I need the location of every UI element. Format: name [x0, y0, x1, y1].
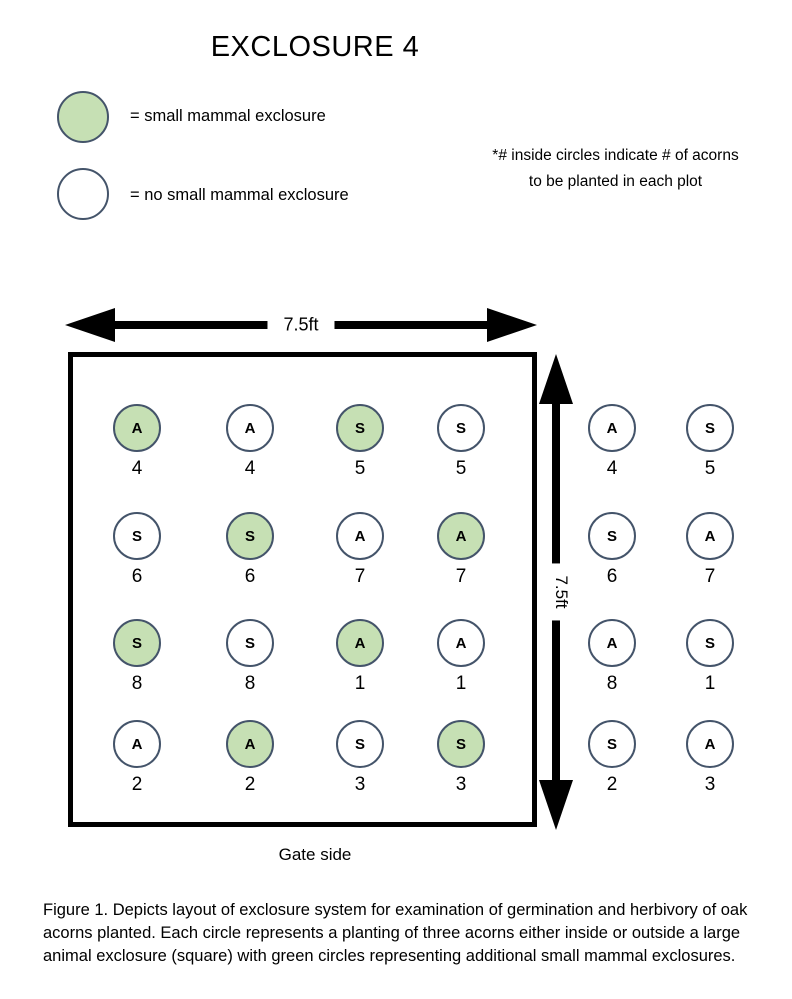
plot-letter: S: [455, 419, 466, 437]
plot-circle-inside-r4c4-small-mammal-exclosure: S: [437, 720, 485, 768]
plot-letter: A: [455, 634, 467, 652]
acorn-count: 4: [244, 458, 256, 479]
plot-letter: A: [455, 527, 467, 545]
arrow-right-head-icon: [487, 308, 537, 342]
plot-letter: A: [244, 735, 256, 753]
acorn-count: 3: [455, 774, 467, 795]
plot-letter: A: [606, 419, 618, 437]
acorn-note-line1: *# inside circles indicate # of acorns: [492, 147, 739, 164]
legend-no-small-mammal-exclosure-icon: [57, 168, 109, 220]
acorn-note: *# inside circles indicate # of acorns t…: [448, 143, 783, 195]
plot-letter: S: [704, 419, 715, 437]
acorn-count: 2: [131, 774, 143, 795]
acorn-count: 7: [354, 566, 366, 587]
acorn-count: 3: [354, 774, 366, 795]
plot-letter: S: [606, 527, 617, 545]
plot-circle-inside-r3c2-open: S: [226, 619, 274, 667]
plot-letter: S: [131, 634, 142, 652]
plot-letter: A: [354, 527, 366, 545]
legend-no-small-mammal-exclosure-label: = no small mammal exclosure: [130, 186, 349, 204]
plot-circle-inside-r4c2-small-mammal-exclosure: A: [226, 720, 274, 768]
plot-circle-inside-r2c4-small-mammal-exclosure: A: [437, 512, 485, 560]
acorn-count: 5: [455, 458, 467, 479]
plot-circle-outside-r3c1-open: A: [588, 619, 636, 667]
plot-letter: S: [354, 419, 365, 437]
plot-circle-inside-r1c4-open: S: [437, 404, 485, 452]
plot-circle-outside-r2c1-open: S: [588, 512, 636, 560]
page-title: EXCLOSURE 4: [210, 31, 420, 63]
plot-letter: S: [244, 527, 255, 545]
acorn-count: 8: [131, 673, 143, 694]
plot-circle-inside-r2c3-open: A: [336, 512, 384, 560]
plot-circle-inside-r4c3-open: S: [336, 720, 384, 768]
plot-circle-inside-r2c2-small-mammal-exclosure: S: [226, 512, 274, 560]
acorn-count: 1: [455, 673, 467, 694]
plot-letter: S: [244, 634, 255, 652]
plot-letter: A: [606, 634, 618, 652]
acorn-count: 6: [606, 566, 618, 587]
acorn-count: 4: [606, 458, 618, 479]
acorn-count: 5: [354, 458, 366, 479]
legend-small-mammal-exclosure-icon: [57, 91, 109, 143]
arrow-left-head-icon: [65, 308, 115, 342]
plot-letter: A: [354, 634, 366, 652]
acorn-count: 6: [244, 566, 256, 587]
plot-letter: A: [131, 419, 143, 437]
plot-circle-inside-r1c1-small-mammal-exclosure: A: [113, 404, 161, 452]
acorn-count: 5: [704, 458, 716, 479]
plot-letter: S: [354, 735, 365, 753]
plot-circle-inside-r4c1-open: A: [113, 720, 161, 768]
acorn-count: 1: [704, 673, 716, 694]
plot-circle-outside-r4c1-open: S: [588, 720, 636, 768]
plot-letter: S: [131, 527, 142, 545]
gate-side-label: Gate side: [278, 845, 352, 864]
plot-circle-inside-r3c4-open: A: [437, 619, 485, 667]
plot-circle-outside-r4c2-open: A: [686, 720, 734, 768]
plot-circle-outside-r2c2-open: A: [686, 512, 734, 560]
plot-letter: A: [244, 419, 256, 437]
height-dimension-arrow: 7.5ft: [538, 354, 574, 830]
width-dimension-arrow: 7.5ft: [65, 307, 537, 343]
plot-circle-inside-r2c1-open: S: [113, 512, 161, 560]
figure-caption: Figure 1. Depicts layout of exclosure sy…: [43, 901, 748, 965]
acorn-count: 8: [606, 673, 618, 694]
animal-exclosure-square: [68, 352, 537, 827]
acorn-count: 6: [131, 566, 143, 587]
plot-circle-inside-r3c3-small-mammal-exclosure: A: [336, 619, 384, 667]
plot-letter: A: [704, 527, 716, 545]
arrow-down-head-icon: [539, 780, 573, 830]
plot-letter: S: [606, 735, 617, 753]
plot-circle-outside-r1c1-open: A: [588, 404, 636, 452]
plot-circle-outside-r1c2-open: S: [686, 404, 734, 452]
plot-letter: S: [455, 735, 466, 753]
width-dimension-label: 7.5ft: [267, 312, 335, 338]
arrow-up-head-icon: [539, 354, 573, 404]
acorn-count: 2: [606, 774, 618, 795]
acorn-note-line2: to be planted in each plot: [528, 173, 703, 190]
plot-letter: S: [704, 634, 715, 652]
legend-small-mammal-exclosure-label: = small mammal exclosure: [130, 107, 326, 125]
acorn-count: 1: [354, 673, 366, 694]
acorn-count: 2: [244, 774, 256, 795]
height-dimension-label: 7.5ft: [550, 563, 572, 621]
plot-circle-outside-r3c2-open: S: [686, 619, 734, 667]
acorn-count: 8: [244, 673, 256, 694]
acorn-count: 4: [131, 458, 143, 479]
plot-circle-inside-r1c3-small-mammal-exclosure: S: [336, 404, 384, 452]
acorn-count: 7: [704, 566, 716, 587]
plot-circle-inside-r1c2-open: A: [226, 404, 274, 452]
plot-letter: A: [704, 735, 716, 753]
plot-letter: A: [131, 735, 143, 753]
plot-circle-inside-r3c1-small-mammal-exclosure: S: [113, 619, 161, 667]
acorn-count: 3: [704, 774, 716, 795]
acorn-count: 7: [455, 566, 467, 587]
